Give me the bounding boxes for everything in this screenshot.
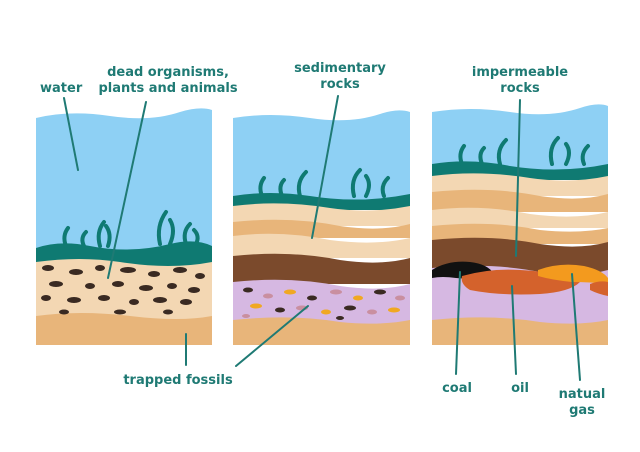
panel-1-dead-organisms <box>36 108 212 345</box>
leader-natural-gas <box>571 273 581 381</box>
label-sedimentary-line2: rocks <box>320 77 360 92</box>
panel-2-bottom-sand <box>233 317 410 345</box>
label-dead-organisms-line2: plants and animals <box>98 81 237 96</box>
panel-3-sand-layer-2 <box>432 189 608 212</box>
panel-2-seaweed-fronds <box>258 168 390 198</box>
panel-1-water <box>36 108 212 263</box>
leader-coal <box>455 271 461 375</box>
panel-3-bottom-sand <box>432 317 608 345</box>
label-coal: coal <box>442 381 472 396</box>
panel-3-sand-layer-3 <box>432 207 608 228</box>
leader-water <box>63 97 79 171</box>
panel-2-sand-layer-3 <box>233 233 410 258</box>
panel-1-dead-organism-spots <box>41 265 205 315</box>
panel-2-fossil-spots <box>242 287 405 320</box>
label-natural-gas-line1: natual <box>559 387 606 402</box>
label-impermeable-line2: rocks <box>500 81 540 96</box>
panel-2-sand-layer-2 <box>233 219 410 238</box>
labels: water dead organisms, plants and animals… <box>40 61 605 418</box>
panel-2-brown-rock <box>233 253 410 284</box>
panel-3-oil-edge <box>590 281 608 296</box>
leader-sedimentary-rocks <box>311 95 339 239</box>
label-dead-organisms-line1: dead organisms, <box>107 65 229 80</box>
panel-2-purple-layer <box>233 279 410 326</box>
panel-1-sand-layer <box>36 259 212 324</box>
panel-1-bottom-sand <box>36 313 212 345</box>
label-trapped-fossils: trapped fossils <box>123 373 233 388</box>
leader-oil <box>511 285 517 375</box>
label-sedimentary-line1: sedimentary <box>294 61 386 76</box>
label-natural-gas-line2: gas <box>569 403 595 418</box>
leader-trapped-fossils-2 <box>235 305 309 367</box>
leader-lines <box>63 95 581 381</box>
panel-2-water <box>233 110 410 206</box>
label-oil: oil <box>511 381 529 396</box>
panel-3-water <box>432 104 608 178</box>
panel-1-seaweed-fronds <box>62 210 200 248</box>
panel-3-impermeable-rocks <box>432 104 608 345</box>
label-impermeable-line1: impermeable <box>472 65 568 80</box>
leader-impermeable-rocks <box>515 99 521 257</box>
panel-2-sedimentary-rocks <box>233 110 410 345</box>
leader-dead-organisms <box>107 101 147 279</box>
label-water: water <box>40 81 83 96</box>
panel-3-seaweed-fronds <box>458 136 590 166</box>
